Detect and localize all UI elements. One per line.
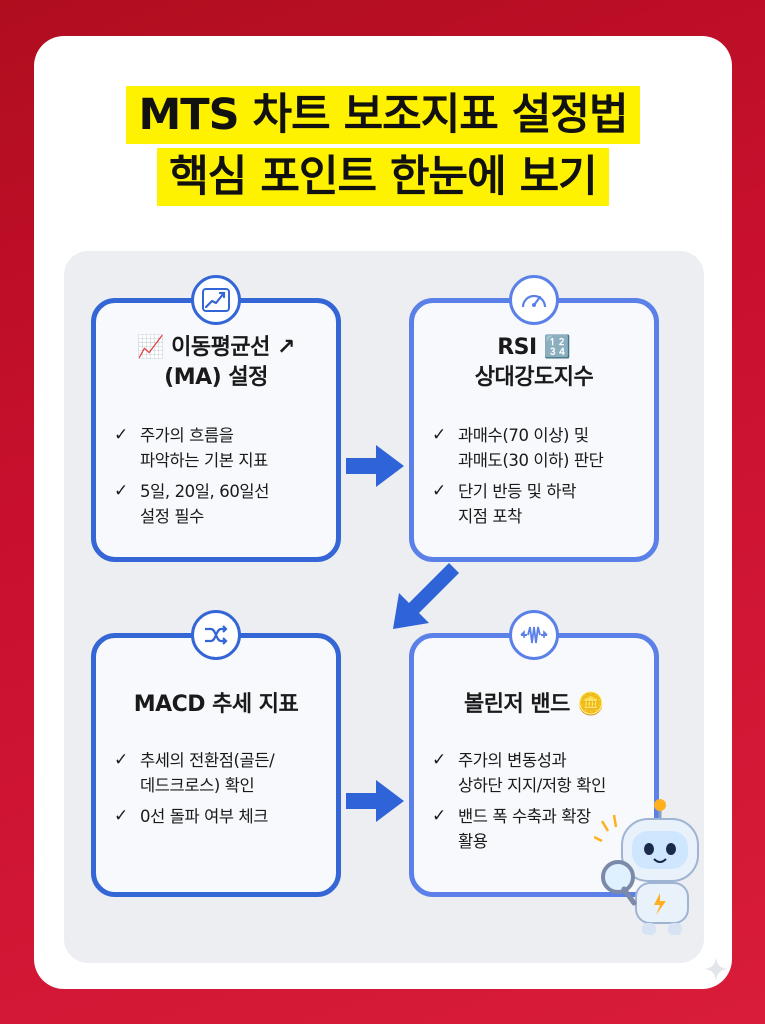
check-icon: ✓ (114, 750, 128, 770)
bollinger-box-title: 볼린저 밴드 🪙 (464, 692, 604, 717)
list-item: ✓0선 돌파 여부 체크 (114, 804, 330, 829)
check-icon: ✓ (114, 481, 128, 501)
macd-box-list: ✓추세의 전환점(골든/데드크로스) 확인 ✓0선 돌파 여부 체크 (114, 748, 330, 835)
check-icon: ✓ (432, 806, 446, 826)
robot-mascot-icon (594, 799, 699, 935)
arrow-right-icon-top (346, 445, 404, 487)
page-title: MTS 차트 보조지표 설정법 핵심 포인트 한눈에 보기 (34, 86, 732, 206)
infographic-card: MTS 차트 보조지표 설정법 핵심 포인트 한눈에 보기 📈 이동평균선 ↗(… (34, 36, 732, 989)
arrow-right-icon-bottom (346, 780, 404, 822)
title-line-2: 핵심 포인트 한눈에 보기 (157, 148, 609, 206)
list-item: ✓추세의 전환점(골든/데드크로스) 확인 (114, 750, 275, 795)
check-icon: ✓ (432, 425, 446, 445)
ma-box-title: 📈 이동평균선 ↗(MA) 설정 (137, 335, 295, 390)
rsi-box-title: RSI 🔢상대강도지수 (474, 335, 594, 390)
check-icon: ✓ (432, 481, 446, 501)
sparkle-icon (704, 957, 728, 981)
title-line-1: MTS 차트 보조지표 설정법 (126, 86, 640, 144)
gauge-icon (509, 275, 559, 325)
line-chart-icon (191, 275, 241, 325)
spring-icon (509, 610, 559, 660)
macd-box: MACD 추세 지표 ✓추세의 전환점(골든/데드크로스) 확인 ✓0선 돌파 … (91, 610, 341, 897)
arrow-down-left-icon (393, 563, 459, 629)
shuffle-icon (191, 610, 241, 660)
macd-box-title: MACD 추세 지표 (133, 692, 299, 717)
check-icon: ✓ (114, 425, 128, 445)
check-icon: ✓ (432, 750, 446, 770)
check-icon: ✓ (114, 806, 128, 826)
